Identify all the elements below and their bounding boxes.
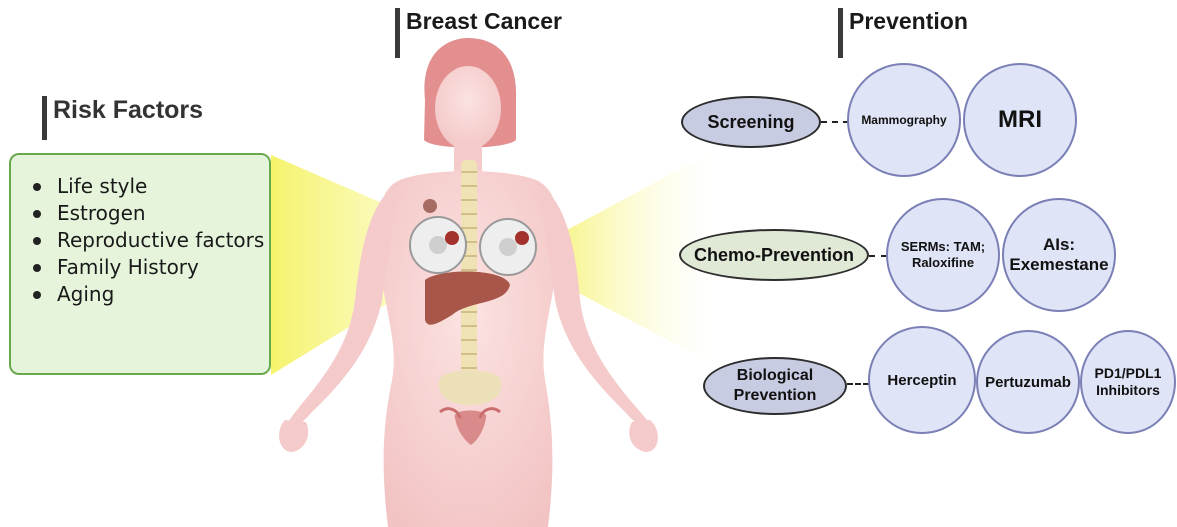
screening-category: Screening xyxy=(681,96,821,148)
list-item: Life style xyxy=(57,173,269,200)
mammography-circle: Mammography xyxy=(847,63,961,177)
list-item: Family History xyxy=(57,254,269,281)
method-label: AIs: Exemestane xyxy=(1004,235,1114,275)
method-label: MRI xyxy=(998,106,1042,134)
chemo-prevention-label: Chemo-Prevention xyxy=(694,245,854,266)
chemo-prevention-category: Chemo-Prevention xyxy=(679,229,869,281)
list-item: Estrogen xyxy=(57,200,269,227)
biological-prevention-category: Biological Prevention xyxy=(703,357,847,415)
method-label: Pertuzumab xyxy=(985,374,1071,391)
method-label: PD1/PDL1 Inhibitors xyxy=(1082,365,1174,399)
method-label: SERMs: TAM; Raloxifine xyxy=(888,239,998,271)
risk-factors-list: Life style Estrogen Reproductive factors… xyxy=(11,155,269,308)
method-label: Herceptin xyxy=(887,372,956,389)
herceptin-circle: Herceptin xyxy=(868,326,976,434)
screening-label: Screening xyxy=(707,112,794,133)
list-item: Reproductive factors xyxy=(57,227,269,254)
ais-circle: AIs: Exemestane xyxy=(1002,198,1116,312)
pd1-pdl1-circle: PD1/PDL1 Inhibitors xyxy=(1080,330,1176,434)
pertuzumab-circle: Pertuzumab xyxy=(976,330,1080,434)
risk-factors-box: Life style Estrogen Reproductive factors… xyxy=(9,153,271,375)
serms-circle: SERMs: TAM; Raloxifine xyxy=(886,198,1000,312)
connector-chemo xyxy=(869,255,887,257)
method-label: Mammography xyxy=(861,113,946,127)
mri-circle: MRI xyxy=(963,63,1077,177)
biological-prevention-label: Biological Prevention xyxy=(705,366,845,406)
connector-biological xyxy=(847,383,869,385)
list-item: Aging xyxy=(57,281,269,308)
connector-screening xyxy=(821,121,849,123)
